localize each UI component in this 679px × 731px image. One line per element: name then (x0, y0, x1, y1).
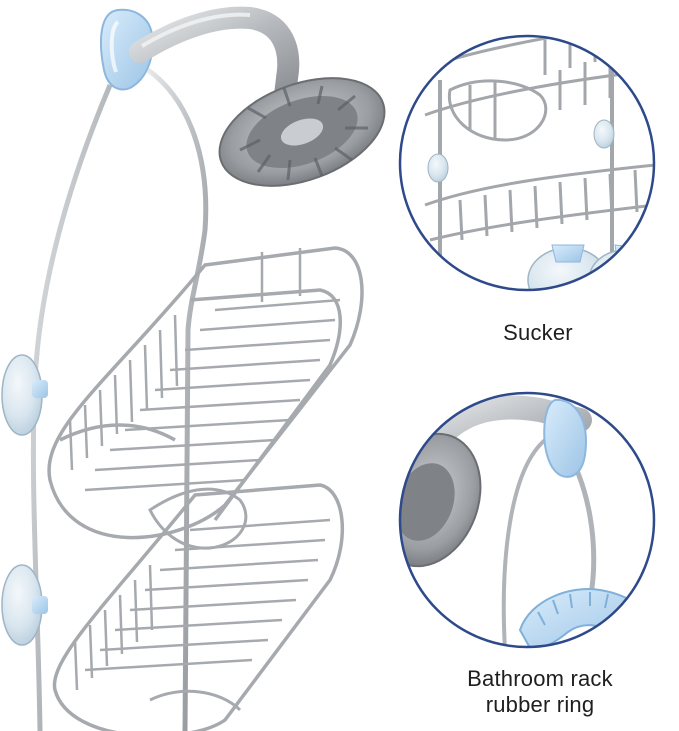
sucker-label: Sucker (503, 320, 573, 345)
shower-arm (129, 6, 300, 106)
side-suction-cup-2 (1, 564, 48, 646)
sucker-detail-inset (398, 34, 656, 292)
lower-basket (52, 483, 344, 731)
side-suction-cup-1 (1, 354, 48, 436)
rubber-ring-label: Bathroom rack rubber ring (430, 666, 650, 718)
upper-basket (47, 246, 364, 550)
hanger-wire (30, 67, 209, 731)
rubber-ring-label-line1: Bathroom rack (467, 666, 613, 691)
rubber-ring-label-line2: rubber ring (485, 692, 595, 717)
inset-border (398, 34, 656, 292)
shower-head (218, 77, 386, 187)
rubber-ring-detail-inset (398, 391, 656, 649)
top-suction-mount (99, 8, 154, 91)
shower-caddy (1, 6, 386, 731)
inset-border (398, 391, 656, 649)
